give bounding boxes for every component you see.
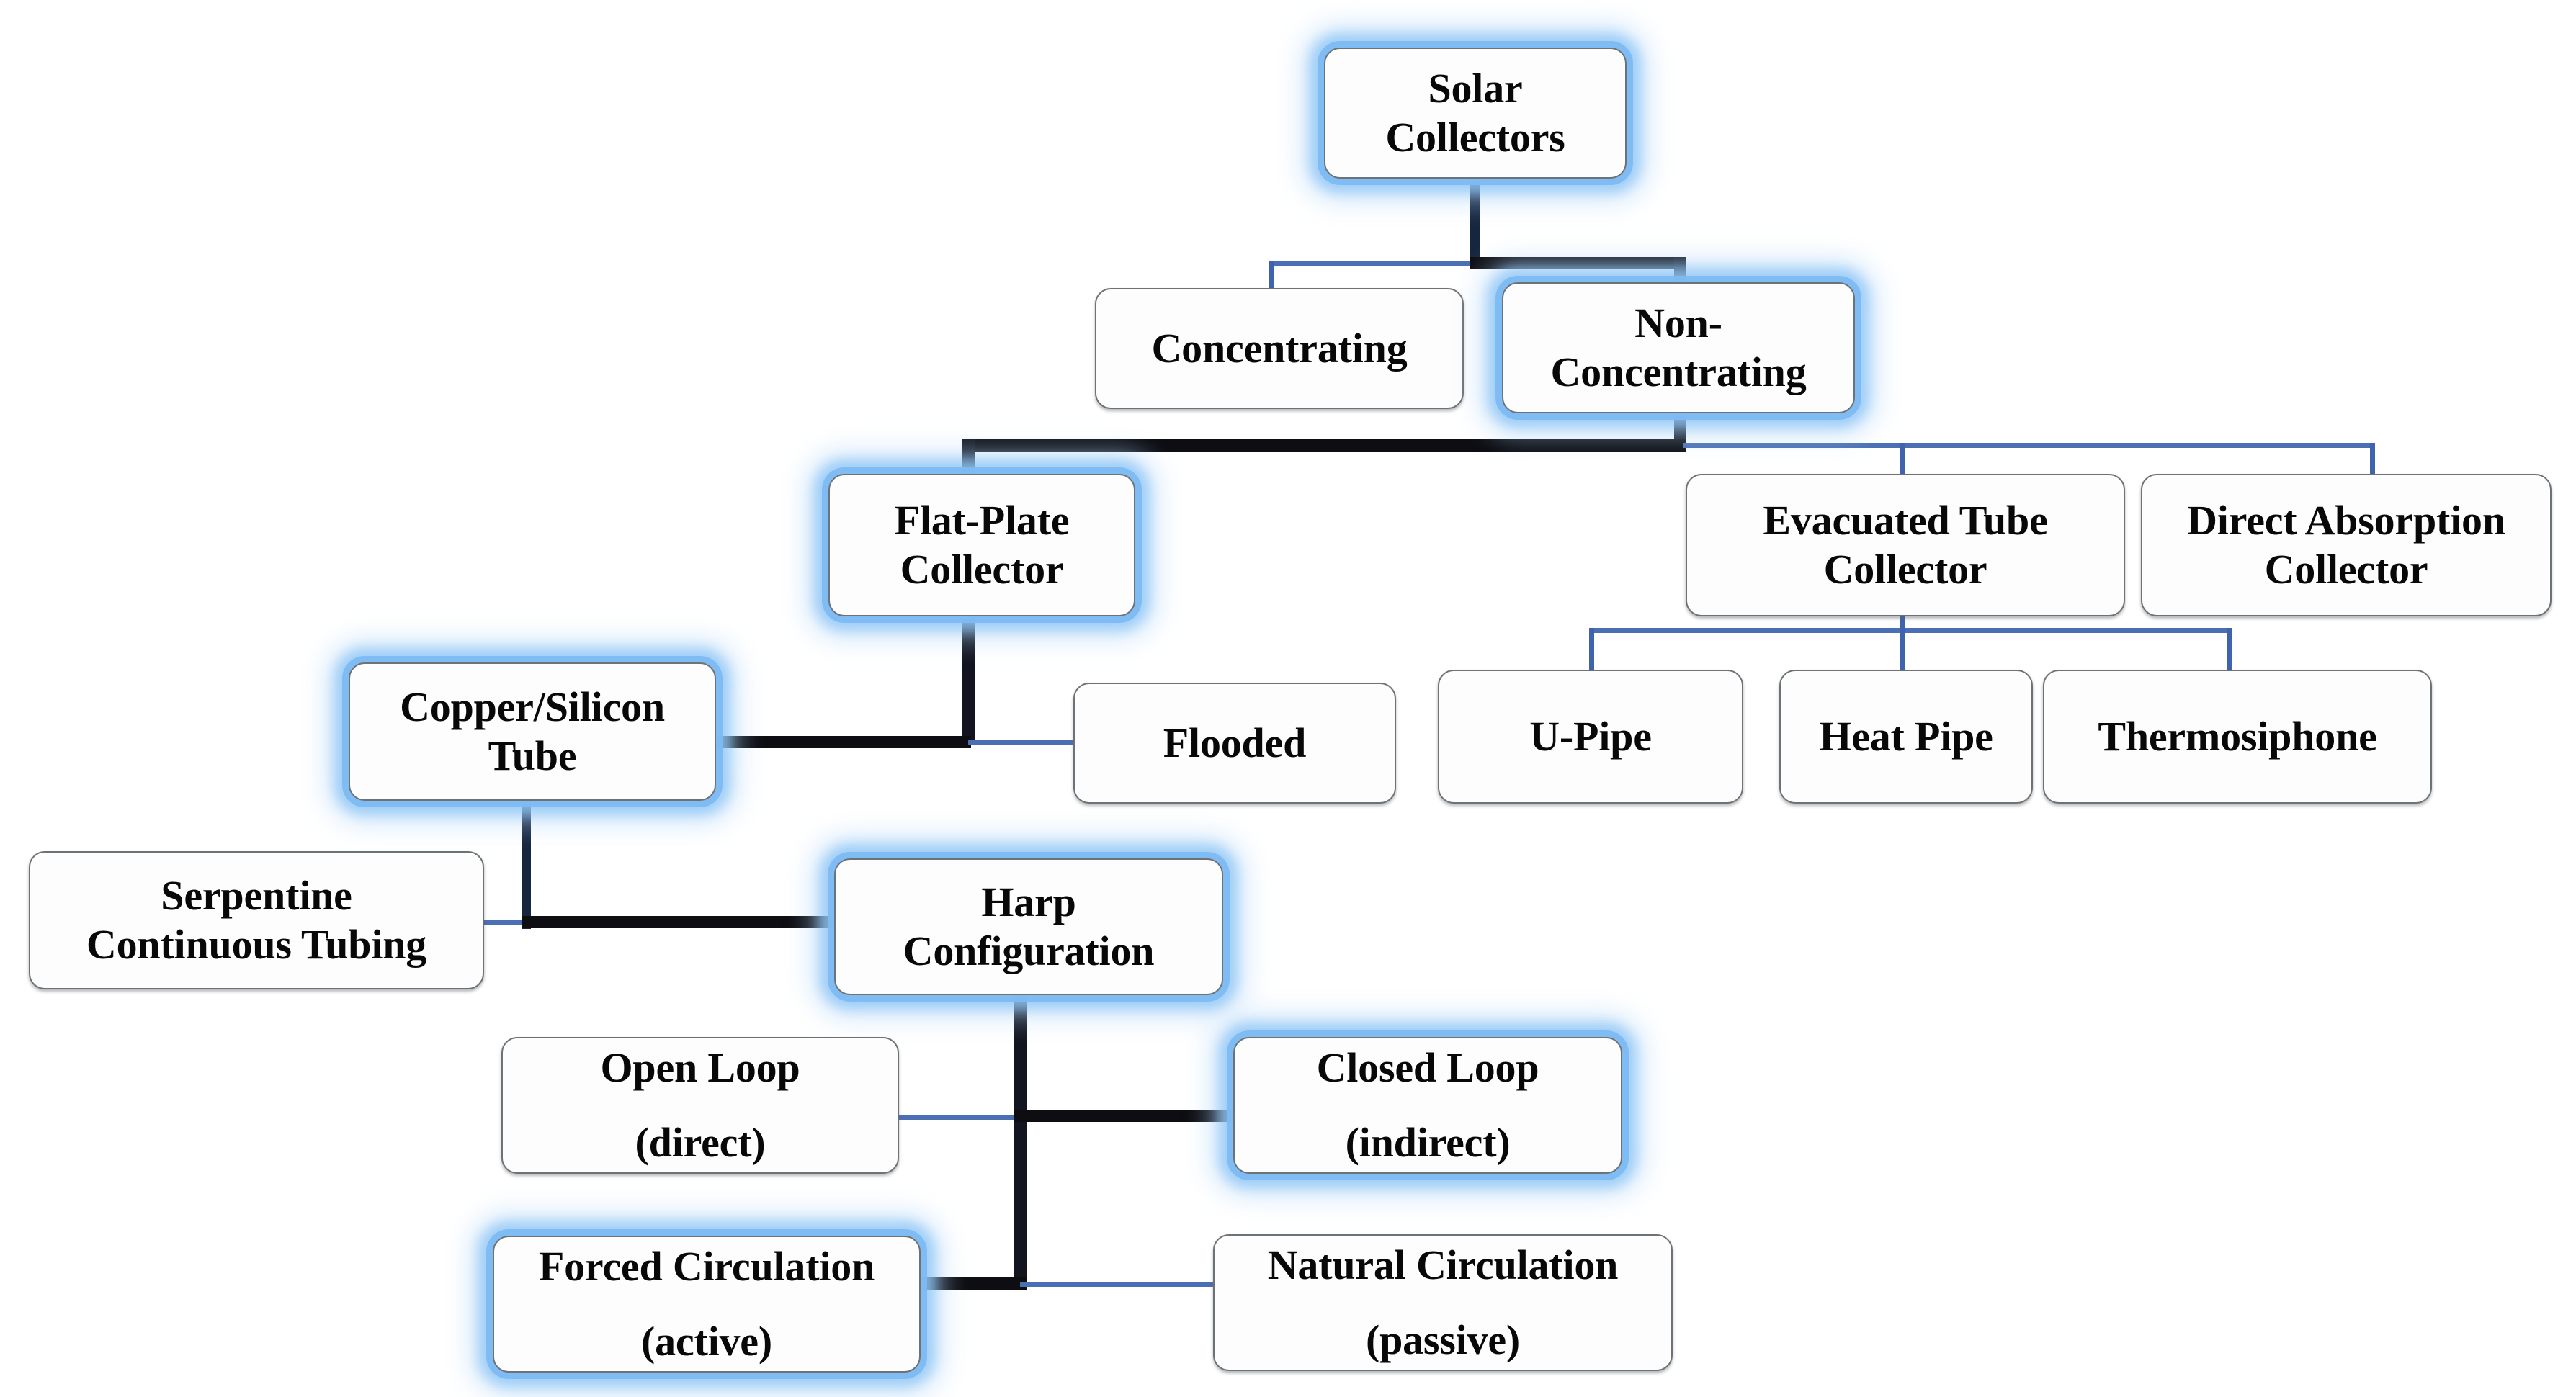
connector-harp-bus-thin-right: [1020, 1282, 1216, 1287]
node-natural-circulation[interactable]: Natural Circulation (passive): [1213, 1234, 1673, 1371]
node-label-line: U-Pipe: [1529, 712, 1652, 760]
connector-drop-direct-absorption: [2370, 443, 2375, 477]
connector-drop-heat-pipe: [1900, 628, 1905, 673]
node-label-line: Collector: [1823, 546, 1987, 593]
node-label-line: Harp: [981, 878, 1076, 925]
node-label-line: Open Loop: [600, 1043, 800, 1091]
connector-copper-trunk: [522, 801, 531, 929]
node-label-line: Non-: [1634, 299, 1722, 346]
node-label-line: (direct): [635, 1119, 766, 1166]
connector-solar-trunk: [1470, 179, 1480, 266]
node-label-line: Configuration: [903, 927, 1155, 974]
connector-drop-flat-plate: [962, 439, 975, 477]
node-label-line: Direct Absorption: [2187, 496, 2505, 544]
node-label-line: Collectors: [1385, 114, 1565, 161]
connector-harp-trunk: [1014, 995, 1027, 1286]
node-label-line: Collector: [900, 546, 1064, 593]
node-forced-circulation[interactable]: Forced Circulation (active): [493, 1236, 921, 1373]
node-heat-pipe[interactable]: Heat Pipe: [1779, 670, 2033, 804]
node-flooded[interactable]: Flooded: [1073, 683, 1396, 804]
node-u-pipe[interactable]: U-Pipe: [1438, 670, 1743, 804]
connector-level2-bus-thick: [962, 439, 1686, 452]
connector-drop-u-pipe: [1589, 628, 1594, 673]
connector-harp-bus-thick-right: [1014, 1110, 1239, 1122]
connector-copper-bus-thin: [478, 920, 529, 925]
connector-drop-concentrating: [1269, 261, 1274, 290]
node-thermosiphone[interactable]: Thermosiphone: [2043, 670, 2432, 804]
node-label-line: Concentrating: [1151, 324, 1408, 372]
connector-evac-bus-thin: [1589, 628, 2232, 633]
connector-evac-trunk: [1900, 616, 1905, 632]
connector-drop-evacuated-tube: [1900, 443, 1905, 477]
connector-drop-thermosiphone: [2227, 628, 2232, 673]
node-label-line: Copper/Silicon: [400, 683, 665, 730]
node-label-line: Natural Circulation: [1267, 1241, 1619, 1288]
connector-drop-non-concentrating: [1674, 257, 1686, 284]
connector-harp-bus-thin-left: [895, 1115, 1021, 1120]
node-label-line: Closed Loop: [1316, 1043, 1539, 1091]
node-label-line: Continuous Tubing: [86, 921, 427, 968]
node-concentrating[interactable]: Concentrating: [1095, 288, 1464, 409]
node-label-line: Collector: [2264, 546, 2428, 593]
connector-level2-bus-thin: [1683, 443, 2374, 448]
node-label-line: Tube: [488, 732, 577, 779]
connector-flat-plate-bus-thick: [712, 736, 971, 748]
node-label-line: Evacuated Tube: [1763, 496, 2048, 544]
node-label-line: Flooded: [1163, 719, 1307, 766]
connector-copper-bus-thick: [522, 916, 841, 928]
node-label-line: Solar: [1428, 64, 1523, 112]
connector-flat-plate-bus-thin: [968, 740, 1078, 745]
node-label-line: (indirect): [1345, 1119, 1511, 1166]
node-non-concentrating[interactable]: Non-Concentrating: [1502, 282, 1855, 413]
connector-level1-bus-thin: [1269, 261, 1478, 266]
node-open-loop[interactable]: Open Loop (direct): [501, 1037, 899, 1174]
node-label-line: Concentrating: [1550, 349, 1807, 395]
node-label-line: Forced Circulation: [538, 1242, 875, 1290]
connector-flat-plate-trunk: [962, 616, 975, 743]
node-label-line: (active): [641, 1318, 772, 1365]
node-label-line: Flat-Plate: [894, 496, 1070, 544]
node-label-line: Thermosiphone: [2098, 712, 2377, 760]
connector-level1-bus-thick: [1470, 257, 1686, 269]
node-label-line: Heat Pipe: [1819, 712, 1993, 760]
connector-harp-bus-thick-left: [915, 1277, 1027, 1290]
node-label-line: (passive): [1365, 1316, 1521, 1363]
node-closed-loop[interactable]: Closed Loop (indirect): [1233, 1037, 1622, 1174]
node-label-line: Serpentine: [161, 871, 352, 919]
